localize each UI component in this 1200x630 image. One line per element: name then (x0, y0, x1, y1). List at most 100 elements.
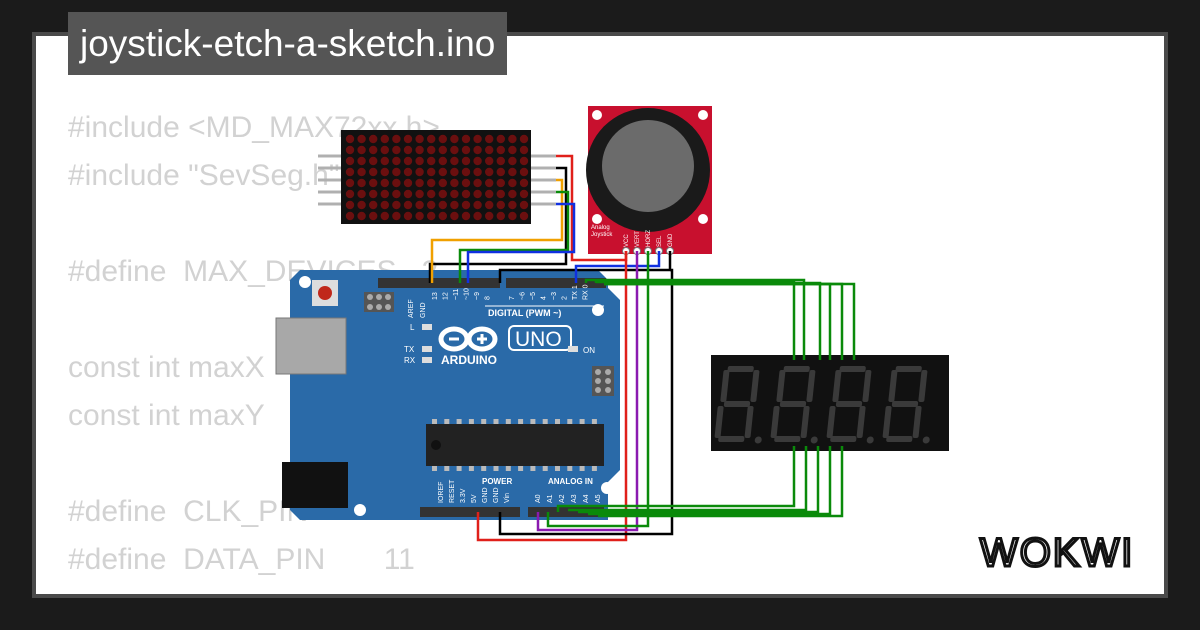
chip-leg (542, 466, 548, 471)
matrix-led (485, 178, 494, 188)
pin-label-gnd: GND (420, 302, 427, 318)
analog-pin-label: A0 (535, 494, 542, 503)
analog-pin-label: A3 (571, 494, 578, 503)
code-background: #include <MD_MAX72xx.h>#include "SevSeg.… (68, 104, 440, 594)
matrix-led (519, 189, 529, 199)
code-line: #define DATA_PIN 11 (68, 543, 415, 576)
matrix-led (508, 189, 517, 199)
joystick-knob[interactable] (602, 120, 694, 212)
matrix-led (369, 145, 378, 155)
matrix-led (427, 145, 436, 155)
matrix-led (438, 211, 447, 221)
digit (882, 366, 930, 444)
chip-leg (567, 466, 573, 471)
matrix-led (496, 211, 505, 221)
matrix-led (415, 134, 424, 144)
digit (770, 366, 818, 444)
display-digits (714, 366, 930, 444)
analog-joystick[interactable]: Analog Joystick VCC VERT HORZ SEL GND (586, 106, 712, 255)
matrix-led (496, 167, 505, 177)
matrix-led (473, 156, 482, 166)
matrix-led (415, 189, 424, 199)
matrix-led (345, 189, 355, 199)
segment (718, 436, 745, 442)
matrix-led (392, 156, 401, 166)
matrix-led (345, 200, 355, 210)
matrix-led (403, 178, 413, 188)
matrix-led (415, 200, 424, 210)
matrix-led (369, 211, 378, 221)
joystick-pin-gnd: GND (668, 233, 674, 247)
chip-leg (579, 466, 585, 471)
segment (779, 401, 807, 407)
joystick-pin-vcc: VCC (624, 234, 630, 247)
matrix-led (357, 189, 366, 199)
mount-hole (592, 110, 602, 120)
analog-pin-label: A5 (595, 494, 602, 503)
wire-matrix-gnd (428, 166, 568, 283)
chip-leg (481, 466, 487, 471)
power-pin-label: RESET (449, 479, 456, 503)
power-pin-label: Vin (504, 493, 511, 503)
matrix-led (427, 134, 436, 144)
digital-pin-label: RX 0 (583, 284, 590, 300)
digital-pin-label: 2 (562, 296, 569, 300)
digital-pin-label: 4 (541, 296, 548, 300)
matrix-led (438, 134, 447, 144)
matrix-led (380, 200, 389, 210)
wokwi-logo: WOKWI (976, 526, 1148, 581)
chip-leg (530, 419, 536, 424)
decimal-point (754, 436, 762, 444)
code-line: #define CS_PIN 10 (68, 584, 440, 594)
matrix-led (485, 156, 494, 166)
seven-segment-display[interactable] (711, 355, 949, 451)
wire-seg-g (556, 446, 796, 512)
chip-leg (505, 466, 511, 471)
matrix-led (369, 134, 378, 144)
led-matrix[interactable] (318, 130, 556, 224)
atmega-chip (426, 424, 604, 466)
segment (882, 406, 892, 438)
matrix-led (519, 178, 529, 188)
matrix-led (508, 167, 517, 177)
matrix-led (345, 167, 355, 177)
matrix-led (357, 200, 366, 210)
segment (886, 436, 913, 442)
matrix-led (508, 200, 517, 210)
wire-js-sel (574, 251, 661, 283)
matrix-led (473, 200, 482, 210)
segment (727, 366, 754, 372)
matrix-led (450, 167, 459, 177)
matrix-led (519, 167, 529, 177)
led-rx-label: RX (404, 356, 416, 365)
decimal-point (866, 436, 874, 444)
matrix-led (380, 167, 389, 177)
matrix-led (519, 200, 529, 210)
segment (830, 436, 857, 442)
matrix-led (357, 178, 366, 188)
matrix-led (508, 145, 517, 155)
segment (720, 370, 730, 402)
mount-hole (698, 110, 708, 120)
matrix-led (357, 211, 366, 221)
chip-leg (505, 419, 511, 424)
segment (770, 406, 780, 438)
matrix-led (450, 200, 459, 210)
matrix-body (341, 130, 531, 224)
matrix-led (485, 145, 494, 155)
reset-button[interactable] (318, 286, 332, 300)
segment (714, 406, 724, 438)
matrix-led (438, 200, 447, 210)
usb-connector (275, 317, 347, 375)
segment (835, 401, 863, 407)
matrix-led (508, 211, 517, 221)
matrix-led (473, 178, 482, 188)
wire-seg-e (604, 282, 844, 360)
analog-label: ANALOG IN (548, 477, 593, 486)
digital-pin-label: 13 (432, 292, 439, 300)
matrix-led (403, 156, 413, 166)
matrix-led (519, 145, 529, 155)
matrix-led (496, 200, 505, 210)
